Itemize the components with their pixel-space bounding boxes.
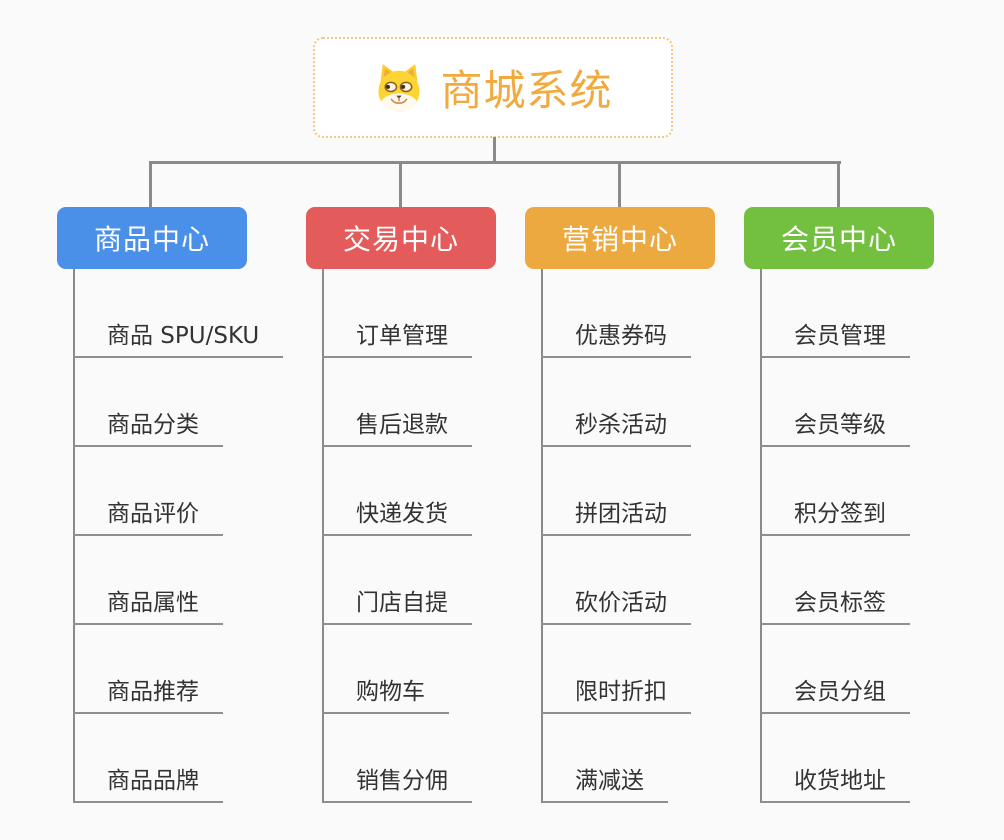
leaf-node[interactable]: 积分签到 [760,447,910,536]
branch-product-center: 商品中心 商品 SPU/SKU 商品分类 商品评价 商品属性 商品推荐 商品品牌 [57,207,284,803]
branch-trunk-line [73,269,75,803]
leaf-label: 收货地址 [760,761,910,803]
leaf-node[interactable]: 商品品牌 [73,714,283,803]
leaf-label: 门店自提 [322,583,472,625]
leaf-node[interactable]: 商品评价 [73,447,283,536]
connector-stub-1 [149,161,152,208]
branch-header-product-center[interactable]: 商品中心 [57,207,247,269]
leaf-node[interactable]: 商品推荐 [73,625,283,714]
leaf-node[interactable]: 收货地址 [760,714,910,803]
branch-items: 订单管理 售后退款 快递发货 门店自提 购物车 销售分佣 [322,269,472,803]
leaf-node[interactable]: 快递发货 [322,447,472,536]
leaf-label: 积分签到 [760,494,910,536]
leaf-label: 砍价活动 [541,583,691,625]
connector-bus [150,161,841,164]
branch-header-trade-center[interactable]: 交易中心 [306,207,496,269]
leaf-label: 商品 SPU/SKU [73,316,284,358]
leaf-label: 订单管理 [322,316,472,358]
leaf-node[interactable]: 满减送 [541,714,691,803]
leaf-label: 商品品牌 [73,761,223,803]
leaf-label: 商品推荐 [73,672,223,714]
leaf-node[interactable]: 会员标签 [760,536,910,625]
leaf-label: 秒杀活动 [541,405,691,447]
leaf-node[interactable]: 优惠券码 [541,269,691,358]
branch-items: 商品 SPU/SKU 商品分类 商品评价 商品属性 商品推荐 商品品牌 [73,269,284,803]
branch-marketing-center: 营销中心 优惠券码 秒杀活动 拼团活动 砍价活动 限时折扣 满减送 [525,207,715,803]
leaf-label: 购物车 [322,672,449,714]
branch-header-marketing-center[interactable]: 营销中心 [525,207,715,269]
leaf-node[interactable]: 售后退款 [322,358,472,447]
leaf-label: 快递发货 [322,494,472,536]
branch-trunk-line [322,269,324,803]
leaf-node[interactable]: 砍价活动 [541,536,691,625]
leaf-node[interactable]: 限时折扣 [541,625,691,714]
leaf-node[interactable]: 购物车 [322,625,472,714]
branch-items: 优惠券码 秒杀活动 拼团活动 砍价活动 限时折扣 满减送 [541,269,691,803]
leaf-label: 售后退款 [322,405,472,447]
leaf-label: 会员管理 [760,316,910,358]
root-title: 商城系统 [440,66,613,115]
connector-stub-2 [399,161,402,208]
leaf-label: 商品评价 [73,494,223,536]
branch-member-center: 会员中心 会员管理 会员等级 积分签到 会员标签 会员分组 收货地址 [744,207,934,803]
leaf-node[interactable]: 拼团活动 [541,447,691,536]
connector-stub-4 [837,161,840,208]
leaf-node[interactable]: 门店自提 [322,536,472,625]
branch-label: 商品中心 [93,223,210,256]
branch-trade-center: 交易中心 订单管理 售后退款 快递发货 门店自提 购物车 销售分佣 [306,207,496,803]
leaf-label: 会员标签 [760,583,910,625]
branch-header-member-center[interactable]: 会员中心 [744,207,934,269]
branch-items: 会员管理 会员等级 积分签到 会员标签 会员分组 收货地址 [760,269,910,803]
connector-stub-3 [618,161,621,208]
leaf-node[interactable]: 销售分佣 [322,714,472,803]
leaf-node[interactable]: 商品 SPU/SKU [73,269,284,358]
branch-label: 会员中心 [780,223,897,256]
leaf-label: 会员等级 [760,405,910,447]
leaf-label: 限时折扣 [541,672,691,714]
leaf-node[interactable]: 会员分组 [760,625,910,714]
leaf-node[interactable]: 会员管理 [760,269,910,358]
branch-trunk-line [760,269,762,803]
leaf-node[interactable]: 商品分类 [73,358,283,447]
leaf-node[interactable]: 会员等级 [760,358,910,447]
branch-label: 交易中心 [342,223,459,256]
leaf-label: 拼团活动 [541,494,691,536]
connector-root-trunk [493,137,496,164]
leaf-node[interactable]: 商品属性 [73,536,283,625]
leaf-label: 会员分组 [760,672,910,714]
leaf-node[interactable]: 订单管理 [322,269,472,358]
branch-trunk-line [541,269,543,803]
leaf-node[interactable]: 秒杀活动 [541,358,691,447]
leaf-label: 销售分佣 [322,761,472,803]
dog-face-icon [378,63,421,112]
leaf-label: 满减送 [541,761,668,803]
leaf-label: 商品属性 [73,583,223,625]
leaf-label: 商品分类 [73,405,223,447]
root-node[interactable]: 商城系统 [313,37,673,138]
branch-label: 营销中心 [561,223,678,256]
leaf-label: 优惠券码 [541,316,691,358]
